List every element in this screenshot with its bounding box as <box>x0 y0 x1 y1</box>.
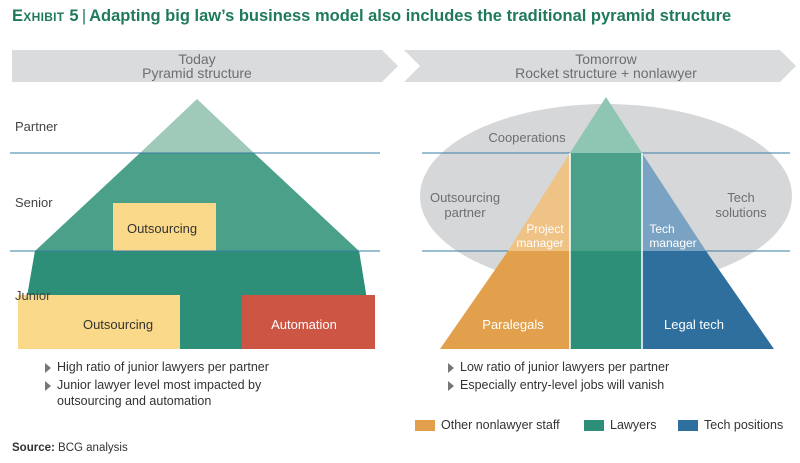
project-manager-label-line1: Project <box>526 222 564 236</box>
outsourcing-partner-label-line2: partner <box>444 205 486 220</box>
tomorrow-heading-line1: Tomorrow <box>575 51 637 67</box>
legend-label: Other nonlawyer staff <box>441 418 560 432</box>
level-label-senior: Senior <box>15 195 53 210</box>
tech-solutions-label-line1: Tech <box>727 190 754 205</box>
automation-label: Automation <box>271 317 337 332</box>
legal-tech-label: Legal tech <box>664 317 724 332</box>
outsourcing-partner-label-line1: Outsourcing <box>430 190 500 205</box>
tomorrow-bullet: Low ratio of junior lawyers per partner <box>447 359 767 375</box>
paralegals-segment <box>440 251 570 349</box>
source-note: Source: BCG analysis <box>12 442 128 454</box>
legend-swatch-blue <box>678 419 698 431</box>
level-label-partner: Partner <box>15 119 58 134</box>
legend-swatch-orange <box>415 419 435 431</box>
legend-label: Lawyers <box>610 418 657 432</box>
rocket-tip <box>570 97 642 153</box>
tomorrow-heading-line2: Rocket structure + nonlawyer <box>515 65 697 81</box>
legend-swatch-green <box>584 419 604 431</box>
tomorrow-bullet: Especially entry-level jobs will vanish <box>447 377 767 393</box>
outsourcing-junior-box <box>18 295 180 349</box>
legend-lawyers: Lawyers <box>584 418 657 432</box>
source-text: BCG analysis <box>58 442 128 454</box>
legal-tech-segment <box>642 251 774 349</box>
automation-box <box>242 295 375 349</box>
tech-solutions-label-line2: solutions <box>715 205 767 220</box>
lawyers-column-lower <box>570 251 642 349</box>
today-heading-line2: Pyramid structure <box>142 65 252 81</box>
project-manager-label-line2: manager <box>516 236 563 250</box>
legend-label: Tech positions <box>704 418 784 432</box>
today-bullet: Junior lawyer level most impacted by out… <box>44 377 307 409</box>
lawyers-column-upper <box>570 153 642 251</box>
today-bullet: High ratio of junior lawyers per partner <box>44 359 344 375</box>
outsourcing-senior-box <box>113 203 216 251</box>
project-manager-segment <box>508 153 570 251</box>
title-text: Adapting big law’s business model also i… <box>89 7 732 25</box>
tomorrow-bullets: Low ratio of junior lawyers per partner … <box>447 359 767 395</box>
legend-other-nonlawyer-staff: Other nonlawyer staff <box>415 418 560 432</box>
tomorrow-banner <box>404 50 796 82</box>
today-bullets: High ratio of junior lawyers per partner… <box>44 359 344 411</box>
source-label: Source: <box>12 442 55 454</box>
cooperations-label: Cooperations <box>488 130 566 145</box>
outsourcing-senior-label: Outsourcing <box>127 221 197 236</box>
title-separator: | <box>81 7 87 25</box>
legend-tech-positions: Tech positions <box>678 418 783 432</box>
today-heading-line1: Today <box>178 51 215 67</box>
tech-manager-segment <box>642 153 706 251</box>
tech-manager-label-line1: Tech <box>649 222 674 236</box>
exhibit-number: Exhibit 5 <box>12 7 79 25</box>
exhibit-title: Exhibit 5|Adapting big law’s business mo… <box>12 7 731 26</box>
tech-manager-label-line2: manager <box>649 236 696 250</box>
outsourcing-junior-label: Outsourcing <box>83 317 153 332</box>
level-label-junior: Junior <box>15 288 51 303</box>
paralegals-label: Paralegals <box>482 317 544 332</box>
today-banner <box>12 50 398 82</box>
pyramid-partner-tier <box>140 99 254 153</box>
